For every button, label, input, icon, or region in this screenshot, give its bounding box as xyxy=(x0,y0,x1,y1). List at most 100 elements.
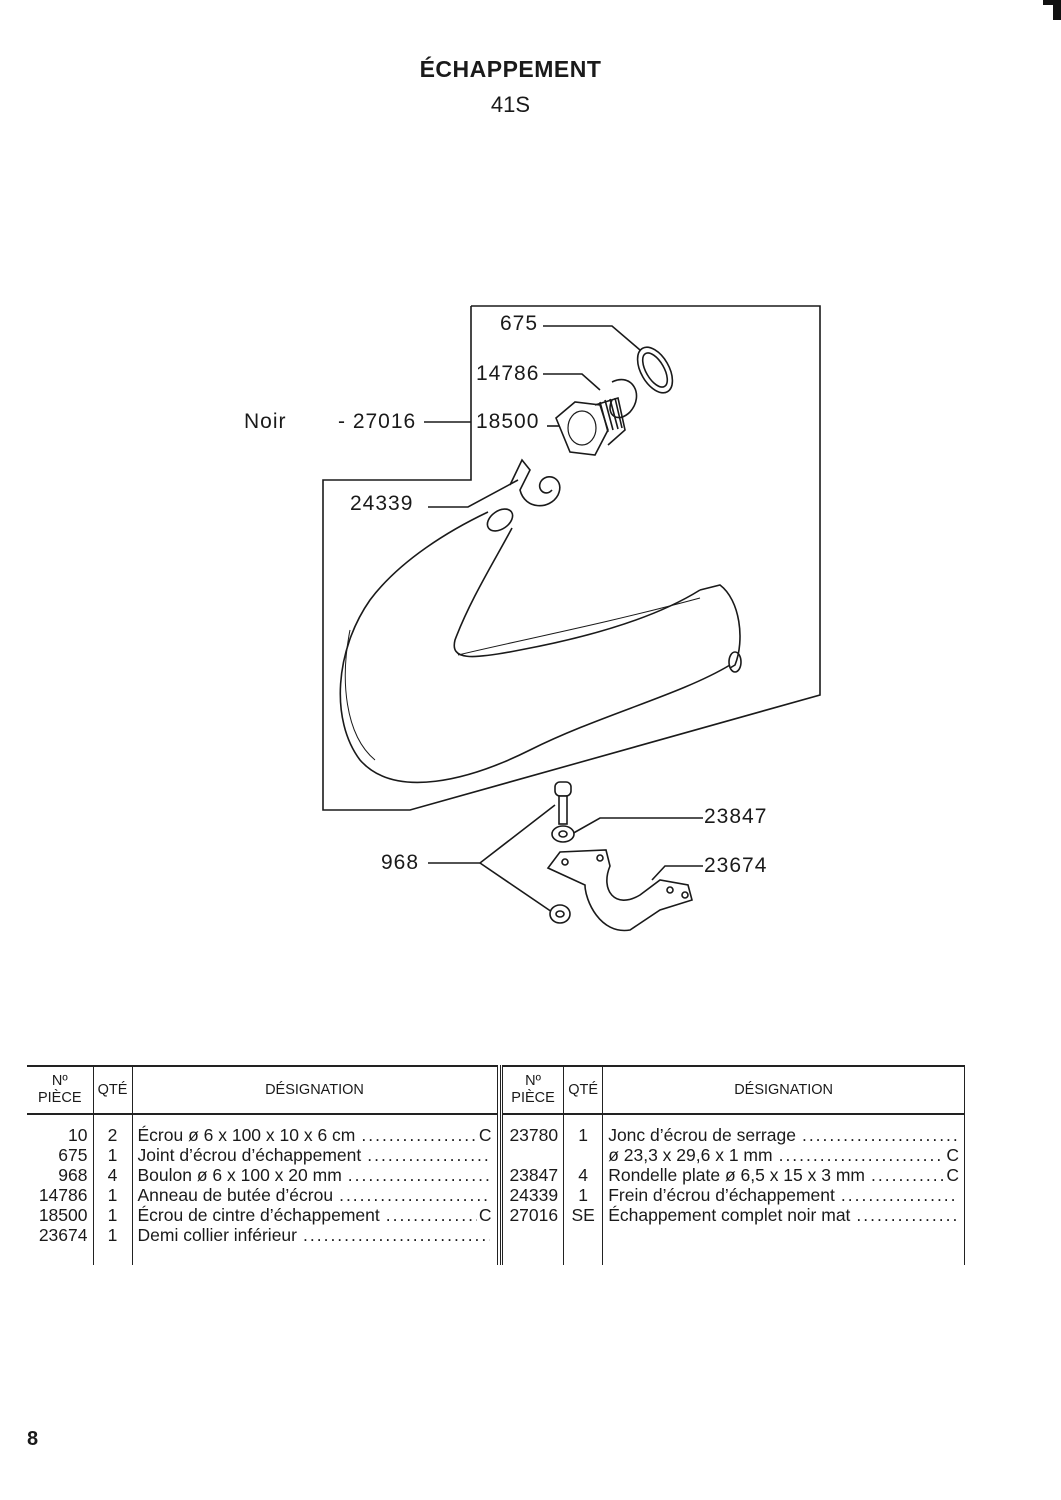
leader-968 xyxy=(428,804,556,864)
part-number: 23847 xyxy=(501,1165,565,1185)
scan-edge-mark xyxy=(1053,0,1061,20)
model-subtitle: 41S xyxy=(490,92,531,117)
designation: Écrou ø 6 x 100 x 10 x 6 cm xyxy=(137,1125,356,1145)
quantity: 2 xyxy=(93,1114,133,1145)
dot-leader xyxy=(856,1205,957,1225)
quantity: 4 xyxy=(93,1165,133,1185)
nut-lock-spring-24339 xyxy=(509,458,561,507)
table-row-spacer xyxy=(27,1245,498,1265)
quantity: 1 xyxy=(93,1185,133,1205)
designation: Rondelle plate ø 6,5 x 15 x 3 mm xyxy=(608,1165,865,1185)
designation-cell: Rondelle plate ø 6,5 x 15 x 3 mm C xyxy=(602,1165,965,1185)
designation: Écrou de cintre d’échappement xyxy=(137,1205,380,1225)
callout-24339: 24339 xyxy=(350,492,414,515)
callout-968: 968 xyxy=(381,851,420,874)
dot-leader xyxy=(367,1145,489,1165)
callout-14786: 14786 xyxy=(476,362,540,385)
designation: ø 23,3 x 29,6 x 1 mm xyxy=(608,1145,773,1165)
designation-cell: Joint d’écrou d’échappement xyxy=(132,1145,498,1165)
callout-27016: - 27016 xyxy=(338,410,417,433)
designation: Boulon ø 6 x 100 x 20 mm xyxy=(137,1165,342,1185)
part-number: 23780 xyxy=(501,1114,565,1145)
leader-14786 xyxy=(543,373,601,391)
designation: Échappement complet noir mat xyxy=(608,1205,851,1225)
dot-leader xyxy=(348,1165,490,1185)
bolt-968-top xyxy=(554,781,572,825)
stop-ring-14786 xyxy=(609,378,638,419)
designation-cell: Frein d’écrou d’échappement xyxy=(602,1185,965,1205)
header-designation: DÉSIGNATION xyxy=(602,1066,965,1115)
page-title: ÉCHAPPEMENT xyxy=(419,56,602,82)
quantity: 1 xyxy=(93,1205,133,1225)
bolt-968-bottom xyxy=(549,904,571,924)
designation-cell: Jonc d’écrou de serrage xyxy=(602,1114,965,1145)
page-number: 8 xyxy=(27,1428,39,1450)
code: C xyxy=(478,1125,492,1145)
exhaust-exploded-diagram xyxy=(322,305,821,932)
quantity: 1 xyxy=(563,1185,604,1205)
designation-cell: ø 23,3 x 29,6 x 1 mm C xyxy=(602,1145,965,1165)
part-number: 18500 xyxy=(27,1205,94,1225)
quantity xyxy=(563,1145,604,1165)
callout-675: 675 xyxy=(500,312,539,335)
scan-edge-mark xyxy=(1043,0,1061,5)
quantity: 1 xyxy=(93,1145,133,1165)
designation-cell: Boulon ø 6 x 100 x 20 mm xyxy=(132,1165,498,1185)
header-qte: QTÉ xyxy=(563,1066,604,1115)
part-number: 27016 xyxy=(501,1205,565,1225)
designation: Joint d’écrou d’échappement xyxy=(137,1145,362,1165)
quantity: 4 xyxy=(563,1165,604,1185)
quantity: SE xyxy=(563,1205,604,1225)
designation-cell: Écrou de cintre d’échappementC xyxy=(132,1205,498,1225)
designation: Jonc d’écrou de serrage xyxy=(608,1125,796,1145)
part-number: 10 xyxy=(27,1114,94,1145)
quantity: 1 xyxy=(563,1114,604,1145)
code: C xyxy=(946,1145,959,1165)
leader-23847 xyxy=(569,817,703,836)
part-number: 24339 xyxy=(501,1185,565,1205)
table-row-spacer xyxy=(501,1245,965,1265)
leader-675 xyxy=(543,325,641,351)
dot-leader xyxy=(871,1165,944,1185)
dot-leader xyxy=(303,1225,490,1245)
part-number: 675 xyxy=(27,1145,94,1165)
empty-row xyxy=(501,1225,965,1245)
dot-leader xyxy=(802,1125,957,1145)
dot-leader xyxy=(386,1205,477,1225)
designation: Demi collier inférieur xyxy=(137,1225,298,1245)
half-collar-23674 xyxy=(546,849,693,932)
leader-24339 xyxy=(428,479,519,508)
callout-18500: 18500 xyxy=(476,410,540,433)
header-qte: QTÉ xyxy=(93,1066,133,1115)
table-row: ø 23,3 x 29,6 x 1 mm C xyxy=(501,1145,965,1165)
dot-leader xyxy=(779,1145,945,1165)
code: C xyxy=(946,1165,959,1185)
designation-cell: Anneau de butée d’écrou xyxy=(132,1185,498,1205)
designation: Frein d’écrou d’échappement xyxy=(608,1185,835,1205)
callout-23847: 23847 xyxy=(704,805,768,828)
part-number: 968 xyxy=(27,1165,94,1185)
part-number xyxy=(501,1145,565,1165)
washer-23847 xyxy=(551,825,575,843)
part-number: 14786 xyxy=(27,1185,94,1205)
header-designation: DÉSIGNATION xyxy=(132,1066,498,1115)
designation-cell: Demi collier inférieur xyxy=(132,1225,498,1245)
color-note-label: Noir xyxy=(244,410,287,433)
designation: Anneau de butée d’écrou xyxy=(137,1185,334,1205)
quantity: 1 xyxy=(93,1225,133,1245)
dot-leader xyxy=(361,1125,476,1145)
callout-23674: 23674 xyxy=(704,854,768,877)
seal-ring-675 xyxy=(636,346,674,394)
